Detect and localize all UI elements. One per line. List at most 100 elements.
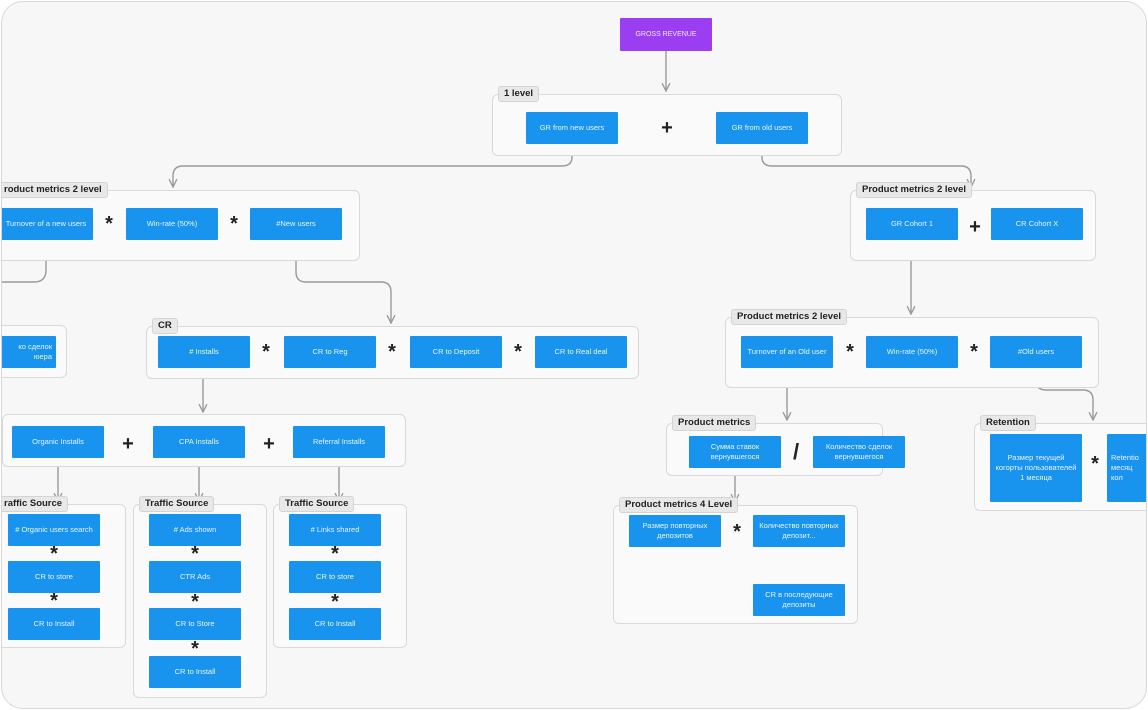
- node-referral-installs[interactable]: Referral Installs: [293, 426, 385, 458]
- group-label: Retention: [980, 415, 1036, 431]
- node-ads-shown[interactable]: # Ads shown: [149, 514, 241, 546]
- group-label: Traffic Source: [139, 496, 215, 512]
- node-old-users[interactable]: #Old users: [990, 336, 1082, 368]
- node-label: GR from new users: [539, 123, 605, 132]
- node-gr-cohort-1[interactable]: GR Cohort 1: [866, 208, 958, 240]
- group-label: Product metrics 2 level: [856, 182, 973, 198]
- times-operator: *: [331, 591, 339, 613]
- node-num-deals[interactable]: Количество сделок вернувшегося: [813, 436, 905, 468]
- times-operator: *: [1091, 453, 1099, 475]
- gross-revenue-node[interactable]: GROSS REVENUE: [620, 18, 712, 51]
- times-operator: *: [514, 341, 522, 363]
- times-operator: *: [230, 213, 238, 235]
- group-label: Product metrics: [672, 415, 757, 431]
- node-label: Размер текущей когорты пользователей 1 м…: [995, 453, 1077, 482]
- node-organic-installs[interactable]: Organic Installs: [12, 426, 104, 458]
- node-referral-cr-store[interactable]: CR to store: [289, 561, 381, 593]
- node-label: #New users: [276, 219, 316, 228]
- node-new-users[interactable]: #New users: [250, 208, 342, 240]
- node-cpa-cr-store[interactable]: CR to Store: [149, 608, 241, 640]
- link-grold-to-pm2right: [761, 144, 971, 187]
- node-label: # Installs: [189, 347, 219, 356]
- node-organic-cr-store[interactable]: CR to store: [8, 561, 100, 593]
- times-operator: *: [191, 638, 199, 660]
- link-newusers-to-cr: [295, 240, 391, 323]
- node-winrate-new[interactable]: Win-rate (50%): [126, 208, 218, 240]
- times-operator: *: [105, 213, 113, 235]
- node-gr-new-users[interactable]: GR from new users: [526, 112, 618, 144]
- node-repeat-deposit-size[interactable]: Размер повторных депозитов: [629, 515, 721, 547]
- node-retention-partial[interactable]: Retentio месяц кол: [1107, 434, 1146, 502]
- node-label: # Organic users search: [15, 525, 93, 534]
- times-operator: *: [846, 341, 854, 363]
- node-label: # Ads shown: [173, 525, 217, 534]
- node-label: CTR Ads: [179, 572, 210, 581]
- node-label: Размер повторных депозитов: [642, 521, 708, 540]
- node-referral-cr-install[interactable]: CR to Install: [289, 608, 381, 640]
- node-cr-to-real-deal[interactable]: CR to Real deal: [535, 336, 627, 368]
- times-operator: *: [388, 341, 396, 363]
- times-operator: *: [191, 591, 199, 613]
- group-label: raffic Source: [2, 496, 69, 512]
- node-label: CR to Deposit: [432, 347, 480, 356]
- gross-revenue-label: GROSS REVENUE: [635, 30, 697, 38]
- plus-operator: +: [969, 216, 981, 238]
- node-label: Referral Installs: [312, 437, 366, 446]
- node-label: CR to store: [316, 572, 354, 581]
- node-cpa-installs[interactable]: CPA Installs: [153, 426, 245, 458]
- node-label: ко сделок юера: [18, 342, 52, 361]
- node-winrate-old[interactable]: Win-rate (50%): [866, 336, 958, 368]
- node-label: CR Cohort X: [1015, 219, 1059, 228]
- node-gr-old-users[interactable]: GR from old users: [716, 112, 808, 144]
- node-repeat-deposit-count[interactable]: Количество повторных депозит...: [753, 515, 845, 547]
- node-label: # Links shared: [310, 525, 360, 534]
- node-label: Turnover of a new users: [5, 219, 87, 228]
- node-label: Win-rate (50%): [886, 347, 938, 356]
- group-label: Product metrics 2 level: [731, 309, 848, 325]
- node-label: CR to Store: [175, 619, 215, 628]
- link-grnew-to-pm2left: [173, 144, 573, 187]
- times-operator: *: [331, 543, 339, 565]
- node-cohort-size[interactable]: Размер текущей когорты пользователей 1 м…: [990, 434, 1082, 502]
- node-sum-bets[interactable]: Сумма ставок вернувшегося: [689, 436, 781, 468]
- node-organic-users-search[interactable]: # Organic users search: [8, 514, 100, 546]
- node-cr-to-deposit[interactable]: CR to Deposit: [410, 336, 502, 368]
- node-turnover-old-user[interactable]: Turnover of an Old user: [741, 336, 833, 368]
- node-label: CR to Install: [314, 619, 356, 628]
- node-label: CR to Reg: [312, 347, 348, 356]
- node-label: GR from old users: [731, 123, 793, 132]
- group-label: 1 level: [498, 86, 540, 102]
- node-turnover-new-user[interactable]: Turnover of a new users: [2, 208, 93, 240]
- node-label: Количество повторных депозит...: [759, 521, 839, 540]
- node-label: CR to Install: [174, 667, 216, 676]
- node-cpa-cr-install[interactable]: CR to Install: [149, 656, 241, 688]
- node-organic-cr-install[interactable]: CR to Install: [8, 608, 100, 640]
- node-label: CPA Installs: [179, 437, 219, 446]
- plus-operator: +: [661, 117, 673, 139]
- node-label: Сумма ставок вернувшегося: [710, 442, 760, 461]
- node-cr-cohort-x[interactable]: CR Cohort X: [991, 208, 1083, 240]
- node-cr-next-deposits[interactable]: CR в последующие депозиты: [753, 584, 845, 616]
- group-label: roduct metrics 2 level: [2, 182, 108, 198]
- plus-operator: +: [263, 433, 275, 455]
- node-label: CR to Install: [33, 619, 75, 628]
- node-installs[interactable]: # Installs: [158, 336, 250, 368]
- node-links-shared[interactable]: # Links shared: [289, 514, 381, 546]
- node-cr-to-reg[interactable]: CR to Reg: [284, 336, 376, 368]
- link-turnover-left: [2, 240, 47, 283]
- node-label: Organic Installs: [32, 437, 84, 446]
- node-label: CR to Real deal: [554, 347, 608, 356]
- node-deals-partial[interactable]: ко сделок юера: [2, 336, 56, 368]
- node-ctr-ads[interactable]: CTR Ads: [149, 561, 241, 593]
- node-label: Количество сделок вернувшегося: [825, 442, 893, 461]
- times-operator: *: [733, 521, 741, 543]
- divide-operator: /: [792, 439, 800, 464]
- times-operator: *: [50, 543, 58, 565]
- plus-operator: +: [122, 433, 134, 455]
- node-label: Retentio месяц кол: [1111, 453, 1139, 482]
- group-label: CR: [152, 318, 178, 334]
- times-operator: *: [191, 543, 199, 565]
- node-label: Win-rate (50%): [146, 219, 198, 228]
- node-label: CR to store: [35, 572, 73, 581]
